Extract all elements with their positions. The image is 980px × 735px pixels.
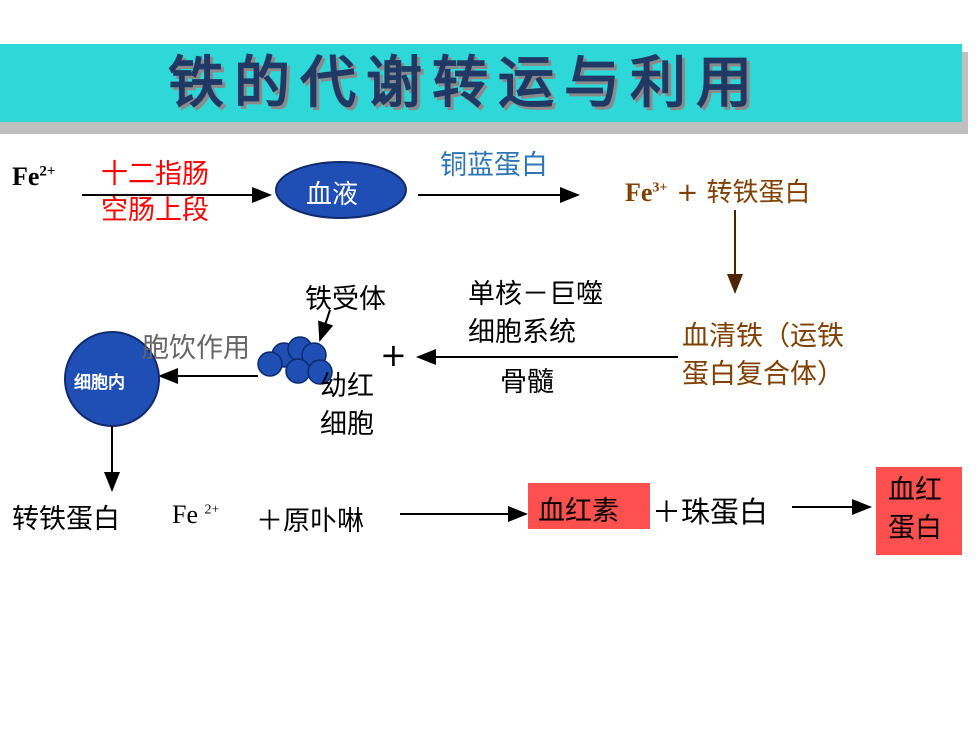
globin-label: ＋珠蛋白 [652, 495, 769, 529]
fe3-transferrin-label: Fe3+ + 转铁蛋白 [625, 178, 811, 208]
heme-label: 血红素 [538, 496, 619, 527]
receptor-label: 铁受体 [305, 284, 386, 315]
blood-node [275, 161, 407, 219]
blood-label: 血液 [306, 180, 359, 210]
inside-cell-label: 细胞内 [74, 373, 125, 393]
ceruloplasmin-label: 铜蓝蛋白 [440, 150, 548, 181]
hemoglobin-box [876, 467, 962, 555]
duodenum-label: 十二指肠 空肠上段 [101, 159, 209, 226]
heme-box [528, 483, 650, 529]
erythroblast-label: 幼红 细胞 [320, 371, 374, 440]
fe2-bottom-label: Fe 2+ [172, 500, 220, 529]
hemoglobin-label: 血红 蛋白 [888, 475, 942, 544]
pinocytosis-label: 胞饮作用 [142, 333, 250, 364]
title-bar [0, 44, 962, 122]
plus-sign: + [380, 336, 407, 374]
fe2-start-label: Fe2+ [12, 162, 56, 191]
transferrin-label: 转铁蛋白 [12, 504, 120, 535]
serum-iron-label: 血清铁（运铁 蛋白复合体） [682, 321, 844, 390]
mps-label: 单核－巨噬 细胞系统 [468, 279, 603, 348]
protoporphyrin-label: ＋原卟啉 [256, 506, 364, 537]
page-title: 铁的代谢转运与利用 [168, 50, 762, 116]
erythroblast-cluster-icon [257, 336, 333, 385]
receptor-pointer-arrow [318, 309, 334, 342]
bone-marrow-label: 骨髓 [500, 367, 554, 398]
